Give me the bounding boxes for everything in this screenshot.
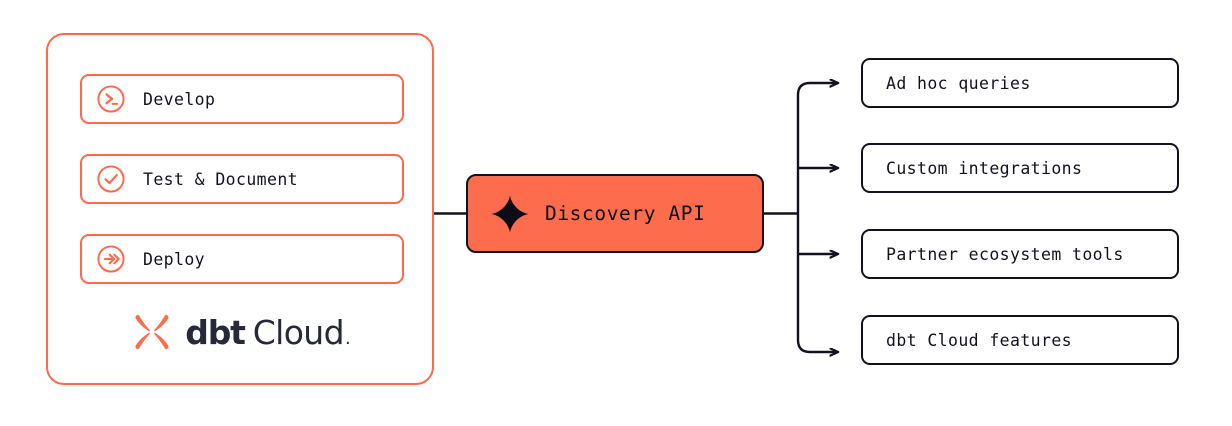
double-chevron-right-icon — [97, 245, 125, 273]
consumer-label-custom-integrations: Custom integrations — [886, 158, 1083, 178]
check-circle-icon — [97, 165, 125, 193]
dbt-wordmark-cloud: Cloud — [252, 312, 345, 352]
sparkle-star-icon — [491, 195, 529, 232]
consumer-label-dbt-cloud-features: dbt Cloud features — [886, 330, 1073, 350]
dbt-wordmark-dot: . — [344, 327, 351, 349]
dbt-cloud-platform-panel: Develop Test & Document Deploy — [46, 33, 434, 385]
stage-card-test-and-document[interactable]: Test & Document — [80, 154, 404, 204]
consumer-card-partner-ecosystem-tools[interactable]: Partner ecosystem tools — [861, 229, 1179, 279]
consumer-card-ad-hoc-queries[interactable]: Ad hoc queries — [861, 58, 1179, 108]
consumer-label-partner-ecosystem-tools: Partner ecosystem tools — [886, 244, 1124, 264]
dbt-wordmark-dbt: dbt — [185, 312, 246, 352]
stage-label-deploy: Deploy — [143, 249, 206, 269]
terminal-prompt-icon — [97, 85, 125, 113]
discovery-api-label: Discovery API — [545, 202, 706, 225]
dbt-x-mark-icon — [135, 314, 169, 350]
stage-label-test-and-document: Test & Document — [143, 169, 299, 189]
consumer-card-dbt-cloud-features[interactable]: dbt Cloud features — [861, 315, 1179, 365]
stage-card-develop[interactable]: Develop — [80, 74, 404, 124]
consumer-label-ad-hoc-queries: Ad hoc queries — [886, 73, 1031, 93]
dbt-cloud-logo: dbt Cloud . — [48, 303, 432, 361]
consumer-card-custom-integrations[interactable]: Custom integrations — [861, 143, 1179, 193]
stage-label-develop: Develop — [143, 89, 216, 109]
connector-spine — [796, 213, 838, 353]
connector-spine-upper — [796, 83, 838, 214]
stage-card-deploy[interactable]: Deploy — [80, 234, 404, 284]
discovery-api-node[interactable]: Discovery API — [466, 174, 764, 253]
dbt-cloud-wordmark: dbt Cloud . — [185, 316, 350, 349]
